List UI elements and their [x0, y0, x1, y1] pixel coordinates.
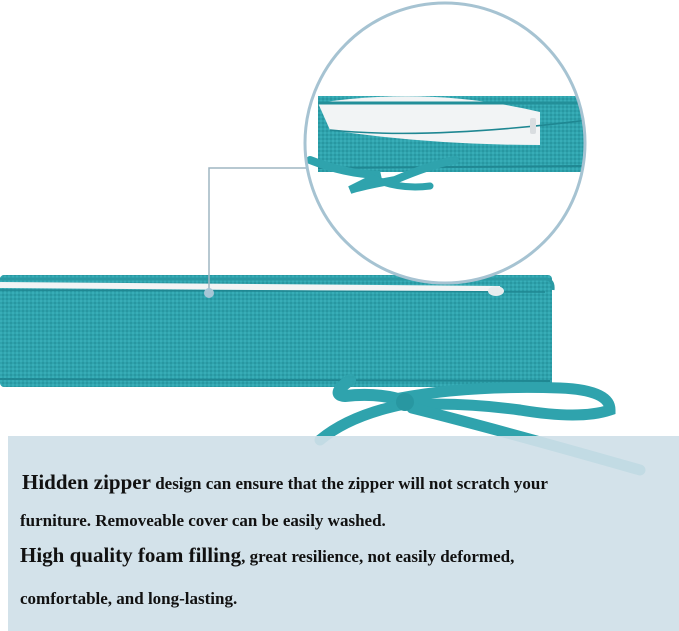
caption-panel [8, 436, 679, 631]
zipper-pull-icon [488, 286, 504, 296]
caption-line-1-text: design can ensure that the zipper will n… [150, 474, 548, 493]
caption-line-4: comfortable, and long-lasting. [20, 589, 237, 609]
zipper-opening [0, 282, 501, 292]
zoom-inset [303, 1, 587, 285]
caption-line-2-text: furniture. Removeable cover can be easil… [20, 511, 386, 530]
caption-line-3: High quality foam filling, great resilie… [20, 543, 514, 568]
caption-heading-foam: High quality foam filling [20, 543, 242, 567]
cushion-strip [0, 275, 555, 387]
caption-line-4-text: comfortable, and long-lasting. [20, 589, 238, 608]
caption-line-3-text: , great resilience, not easily deformed, [241, 547, 515, 566]
zipper-slider-icon [530, 118, 536, 134]
caption-heading-zipper: Hidden zipper [22, 470, 151, 494]
callout-pointer [204, 167, 318, 298]
caption-line-2: furniture. Removeable cover can be easil… [20, 511, 386, 531]
caption-line-1: Hidden zipper design can ensure that the… [22, 470, 548, 495]
